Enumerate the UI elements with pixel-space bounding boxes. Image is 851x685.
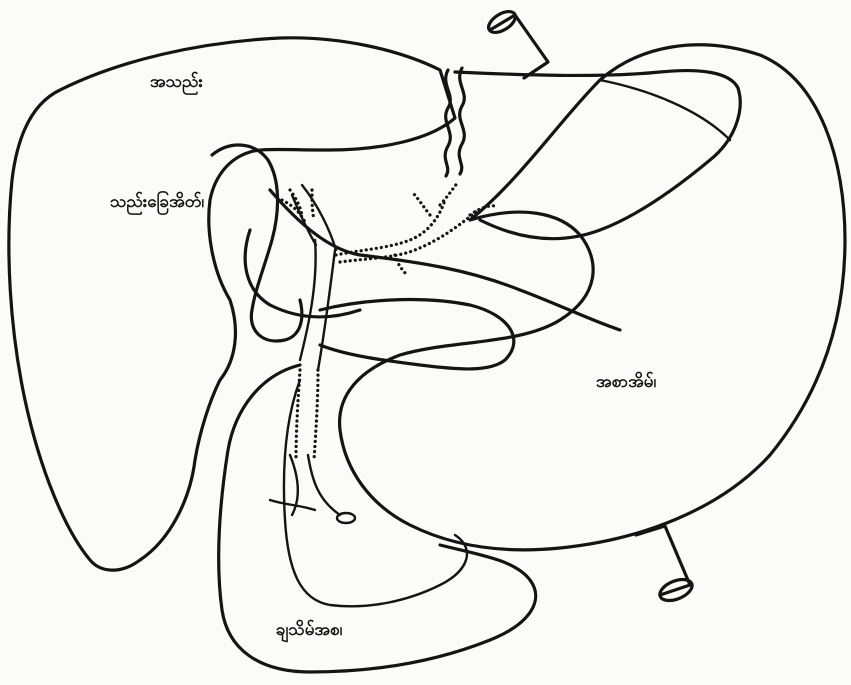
- duct-to-duodenum: [270, 455, 340, 515]
- dotted-hepatic-left: [336, 200, 445, 255]
- label-liver: အသည်း: [150, 74, 203, 91]
- intestine-tube: [636, 526, 690, 595]
- label-stomach: အစာအိမ်၊: [596, 374, 656, 391]
- duodenum-outline: [219, 365, 536, 672]
- quadrate-lobe: [320, 300, 514, 369]
- dotted-branch-a: [412, 182, 458, 215]
- stomach-fold: [600, 80, 730, 140]
- esophagus: [490, 15, 548, 78]
- dotted-duct-2: [314, 370, 318, 460]
- label-gallbladder: သည်းခြေအိတ်၊: [110, 194, 204, 211]
- ligament-wavy-right: [459, 68, 464, 174]
- hepatic-duct-branch: [292, 185, 336, 250]
- label-duodenum: ချသိမ်အစ၊: [276, 622, 342, 639]
- ampulla: [337, 513, 355, 523]
- stomach-outline: [340, 45, 845, 550]
- duodenum-inner: [284, 380, 467, 606]
- common-bile-duct: [300, 240, 335, 370]
- liver-left-lobe: [9, 38, 455, 570]
